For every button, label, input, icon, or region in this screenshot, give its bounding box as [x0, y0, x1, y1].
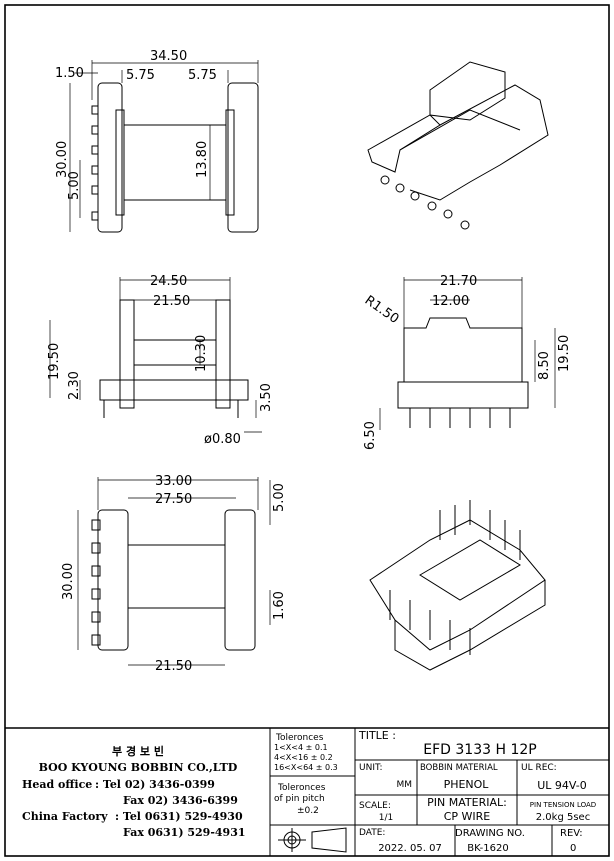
pin-tension-label: PIN TENSION LOAD: [530, 801, 596, 809]
drawing-no-value: BK-1620: [467, 843, 508, 854]
bottom-view: 33.00 27.50 5.00 30.00 1.60 21.50: [61, 474, 287, 674]
dim-pin-spacing: 1.60: [272, 591, 287, 620]
dim-front-height: 19.50: [557, 335, 572, 372]
head-office-tel: : Tel 02) 3436-0399: [95, 778, 215, 791]
dim-side-width: 24.50: [150, 274, 187, 289]
title-block: 부 경 보 빈 BOO KYOUNG BOBBIN CO.,LTD Head o…: [5, 727, 609, 856]
dim-height: 30.00: [55, 141, 70, 178]
pin-material-value: CP WIRE: [444, 810, 491, 823]
dim-core-height: 10.30: [194, 335, 209, 372]
tolerance-row: 4<X<16 ± 0.2: [274, 753, 333, 762]
pin-pitch-title: Toleronces: [277, 783, 326, 793]
dim-radius: R1.50: [362, 293, 402, 327]
head-office-label: Head office: [22, 778, 92, 791]
date-value: 2022. 05. 07: [378, 843, 442, 854]
dim-bottom-core-width: 21.50: [155, 659, 192, 674]
dim-front-pin-length: 6.50: [363, 421, 378, 450]
isometric-view-bottom: [369, 500, 546, 671]
dim-bottom-inner-width: 27.50: [155, 492, 192, 507]
ul-rec-label: UL REC:: [521, 763, 557, 773]
dim-right-gap: 5.75: [188, 68, 217, 83]
dim-side-height: 19.50: [47, 343, 62, 380]
front-view: 21.70 R1.50 12.00 19.50 8.50 6.50: [362, 274, 572, 450]
scale-value: 1/1: [379, 813, 393, 823]
tolerance-row: 16<X<64 ± 0.3: [274, 763, 338, 772]
rev-label: REV:: [560, 828, 583, 839]
dim-flange-offset: 1.50: [55, 66, 84, 81]
top-view: 34.50 1.50 5.75 5.75 30.00 5.00 13.80: [55, 49, 259, 233]
dim-slot-width: 12.00: [432, 294, 469, 309]
dim-pin-pitch: 5.00: [67, 171, 82, 200]
side-view: 24.50 21.50 19.50 2.30 10.30 3.50 ø0.80: [47, 274, 274, 447]
unit-label: UNIT:: [359, 763, 383, 773]
company-korean-name: 부 경 보 빈: [112, 744, 164, 758]
projection-symbol-icon: [278, 827, 347, 853]
date-label: DATE:: [359, 828, 385, 838]
dim-pin-diameter: ø0.80: [204, 432, 241, 447]
drawing-no-label: DRAWING NO.: [455, 828, 525, 839]
dim-base-height: 2.30: [67, 371, 82, 400]
head-office-fax: Fax 02) 3436-6399: [123, 794, 238, 807]
dim-bottom-height: 30.00: [61, 563, 76, 600]
tolerance-row: 1<X<4 ± 0.1: [274, 743, 328, 752]
company-name: BOO KYOUNG BOBBIN CO.,LTD: [39, 761, 238, 774]
title-value: EFD 3133 H 12P: [423, 742, 536, 758]
dim-front-width: 21.70: [440, 274, 477, 289]
pin-pitch-value: ±0.2: [297, 806, 319, 816]
pin-tension-value: 2.0kg 5sec: [536, 812, 590, 823]
title-label: TITLE :: [358, 729, 396, 742]
dim-pin-length: 3.50: [259, 383, 274, 412]
unit-value: MM: [396, 780, 412, 790]
dim-top-offset: 5.00: [272, 483, 287, 512]
dim-overall-width: 34.50: [150, 49, 187, 64]
scale-label: SCALE:: [359, 801, 391, 811]
dim-bottom-width: 33.00: [155, 474, 192, 489]
rev-value: 0: [570, 843, 576, 854]
dim-upper-height: 8.50: [537, 351, 552, 380]
bobbin-material-label: BOBBIN MATERIAL: [420, 763, 498, 773]
isometric-view-top: [367, 61, 549, 230]
dim-left-gap: 5.75: [126, 68, 155, 83]
dim-side-inner-width: 21.50: [153, 294, 190, 309]
china-factory-tel: : Tel 0631) 529-4930: [115, 810, 243, 823]
dim-core-width: 13.80: [195, 141, 210, 178]
pin-material-label: PIN MATERIAL:: [427, 796, 507, 809]
china-factory-label: China Factory: [22, 810, 108, 823]
tolerances-title: Toleronces: [275, 733, 324, 743]
china-factory-fax: Fax 0631) 529-4931: [123, 826, 246, 839]
page-border: [4, 4, 610, 857]
bobbin-material-value: PHENOL: [444, 778, 490, 791]
ul-rec-value: UL 94V-0: [537, 779, 587, 792]
pin-pitch-title: of pin pitch: [274, 794, 325, 804]
